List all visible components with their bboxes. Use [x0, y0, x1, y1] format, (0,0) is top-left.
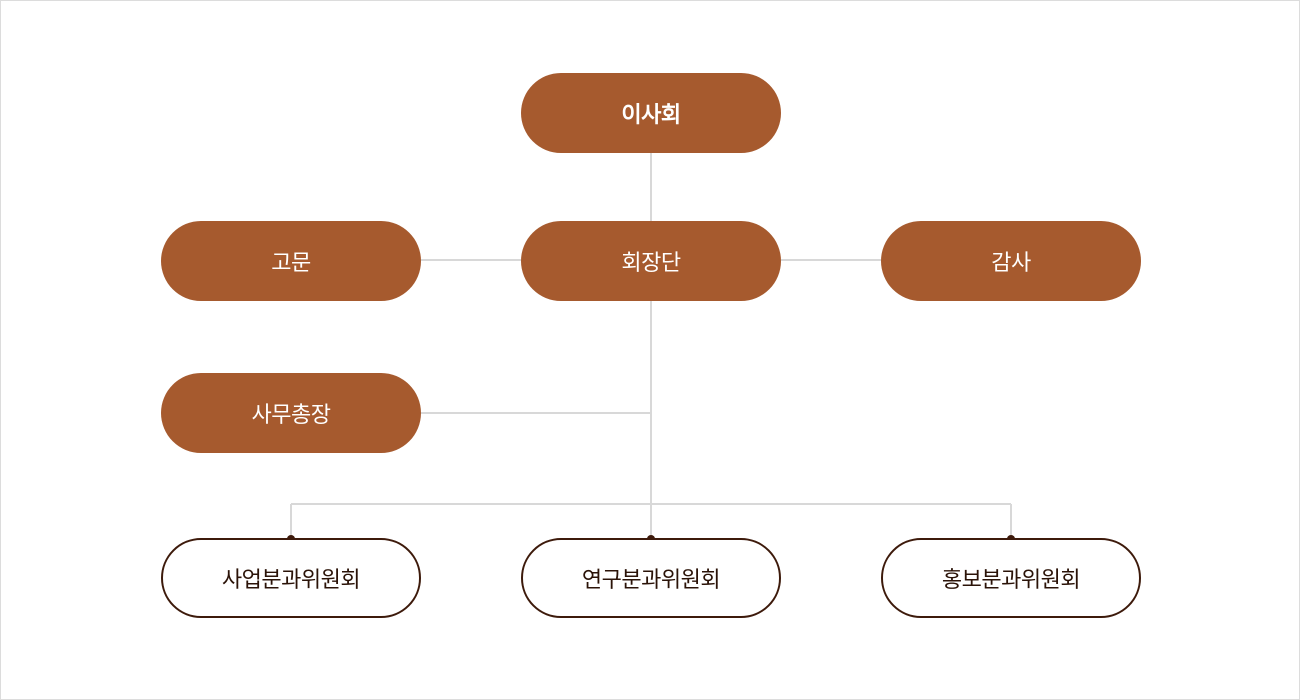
presidency-node: 회장단: [521, 221, 781, 301]
committee-node-publicity: 홍보분과위원회: [881, 538, 1141, 618]
committee-node-research: 연구분과위원회: [521, 538, 781, 618]
committee-node-business: 사업분과위원회: [161, 538, 421, 618]
auditor-node: 감사: [881, 221, 1141, 301]
board-node: 이사회: [521, 73, 781, 153]
secretary-general-node: 사무총장: [161, 373, 421, 453]
advisor-node: 고문: [161, 221, 421, 301]
